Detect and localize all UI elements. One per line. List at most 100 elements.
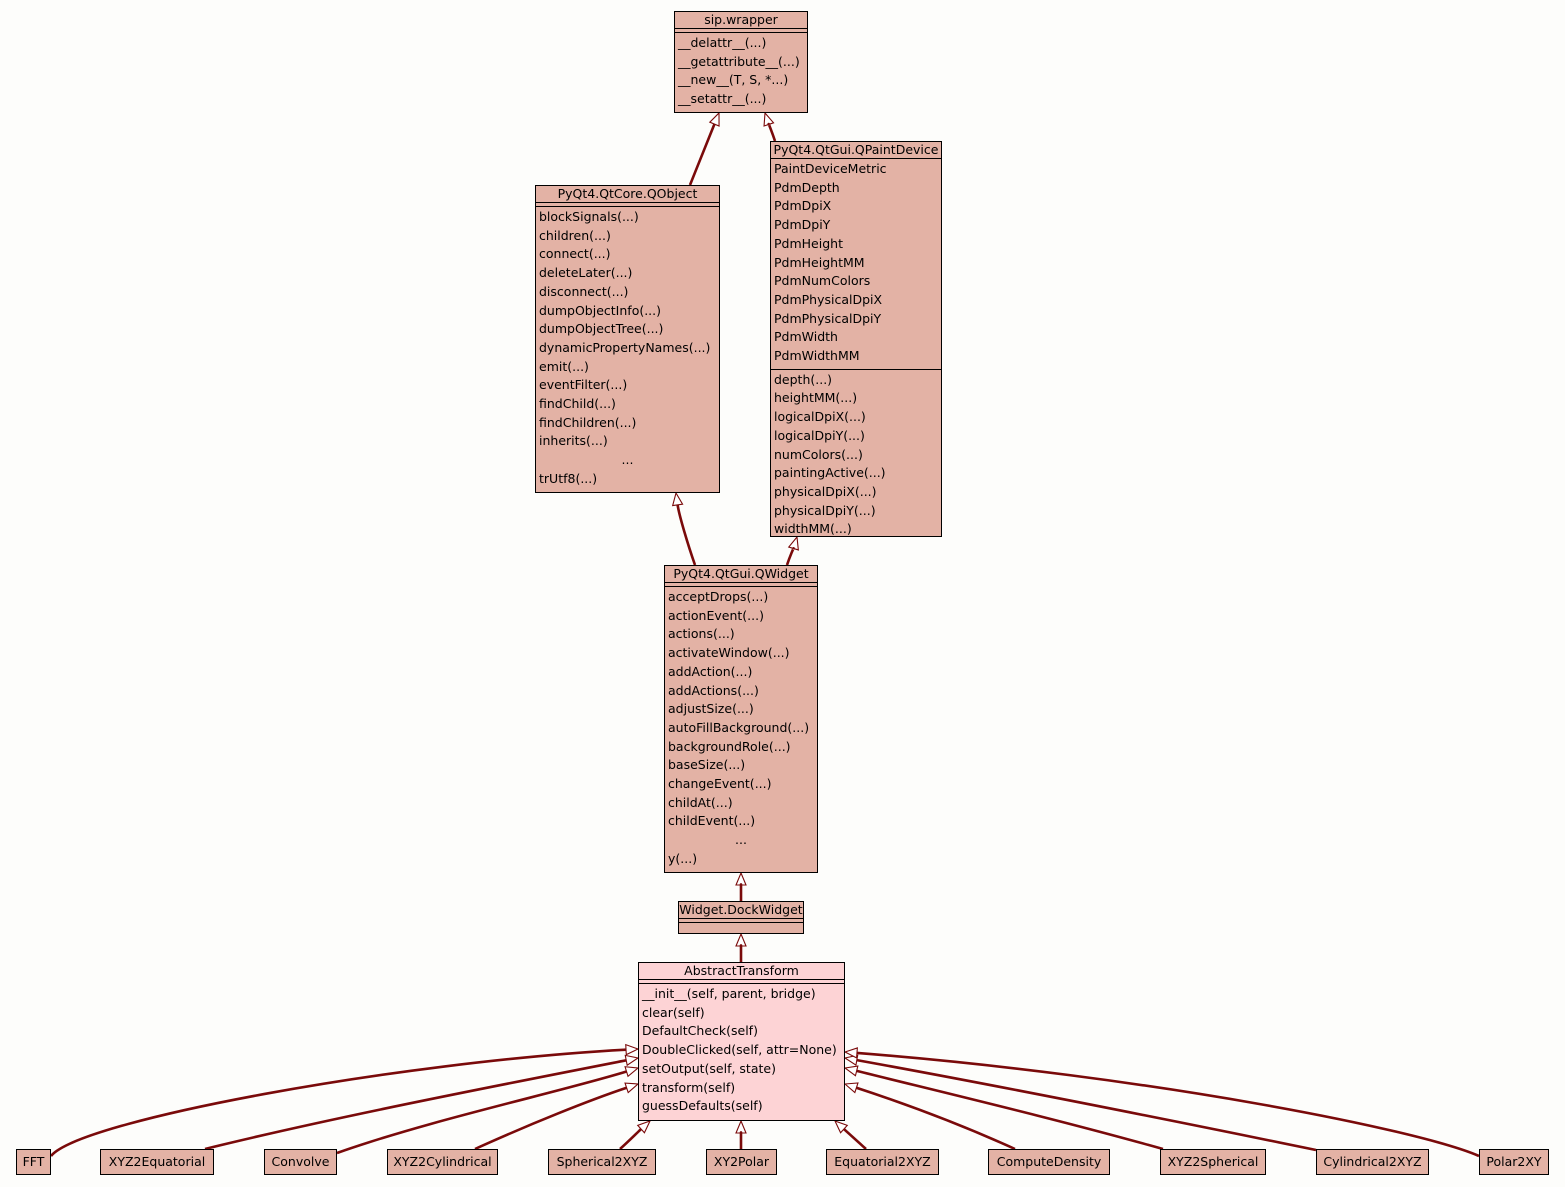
method-row: logicalDpiY(...) bbox=[774, 427, 865, 443]
subclass-xyz2cylindrical[interactable]: XYZ2Cylindrical bbox=[387, 1149, 498, 1175]
attribute-row: PdmWidthMM bbox=[774, 348, 860, 364]
method-list: depth(...) heightMM(...) logicalDpiX(...) l… bbox=[771, 370, 941, 540]
section-divider bbox=[771, 368, 941, 370]
method-row: emit(...) bbox=[539, 358, 589, 374]
method-row: activateWindow(...) bbox=[668, 645, 790, 661]
subclass-xyz2equatorial[interactable]: XYZ2Equatorial bbox=[100, 1149, 214, 1175]
edge-computedensity-to-abstracttransform bbox=[856, 1086, 1016, 1151]
method-row: physicalDpiY(...) bbox=[774, 502, 876, 518]
method-row: paintingActive(...) bbox=[774, 465, 886, 481]
subclass-convolve[interactable]: Convolve bbox=[264, 1149, 337, 1175]
method-row: ... bbox=[621, 452, 634, 468]
edge-fft-to-abstracttransform-arrowhead bbox=[625, 1043, 640, 1056]
method-row: blockSignals(...) bbox=[539, 209, 639, 224]
attribute-row: PdmHeight bbox=[774, 235, 843, 251]
method-row: __setattr__(...) bbox=[678, 91, 767, 107]
subclass-polar2xy[interactable]: Polar2XY bbox=[1479, 1149, 1549, 1175]
edge-xyz2spherical-to-abstracttransform-arrowhead bbox=[843, 1065, 859, 1077]
method-row: widthMM(...) bbox=[774, 521, 852, 537]
edge-qobject-to-sip-wrapper-arrowhead bbox=[708, 111, 720, 127]
edge-cylindrical2xyz-to-abstracttransform bbox=[856, 1058, 1317, 1152]
method-row: changeEvent(...) bbox=[668, 776, 772, 792]
method-row: depth(...) bbox=[774, 371, 833, 387]
method-row: dumpObjectInfo(...) bbox=[539, 302, 662, 318]
class-sip-wrapper[interactable]: sip.wrapper __delattr__(...)__getattribu… bbox=[674, 11, 808, 113]
edge-spherical2xyz-to-abstracttransform bbox=[619, 1128, 642, 1150]
attribute-row: PdmNumColors bbox=[774, 273, 871, 289]
class-abstracttransform[interactable]: AbstractTransform __init__(self, parent,… bbox=[638, 962, 845, 1121]
edge-xyz2cylindrical-to-abstracttransform bbox=[474, 1086, 628, 1151]
class-dockwidget[interactable]: Widget.DockWidget bbox=[678, 901, 804, 934]
method-row: baseSize(...) bbox=[668, 757, 746, 773]
attribute-row: PdmPhysicalDpiY bbox=[774, 310, 882, 326]
class-title: PyQt4.QtCore.QObject bbox=[536, 186, 719, 203]
method-row: clear(self) bbox=[642, 1004, 705, 1020]
method-list: __init__(self, parent, bridge) clear(self… bbox=[639, 984, 844, 1117]
method-row: __delattr__(...) bbox=[678, 35, 767, 50]
edge-xyz2equatorial-to-abstracttransform-arrowhead bbox=[624, 1054, 640, 1067]
class-qobject[interactable]: PyQt4.QtCore.QObject blockSignals(...) ch… bbox=[535, 185, 720, 493]
section-divider bbox=[675, 32, 807, 33]
subclass-spherical2xyz[interactable]: Spherical2XYZ bbox=[548, 1149, 656, 1175]
method-row: children(...) bbox=[539, 227, 611, 243]
method-row: addActions(...) bbox=[668, 682, 759, 698]
attribute-row: PdmHeightMM bbox=[774, 254, 865, 270]
edge-xyz2equatorial-to-abstracttransform bbox=[204, 1059, 627, 1151]
method-row: DoubleClicked(self, attr=None) bbox=[642, 1042, 837, 1058]
method-row: trUtf8(...) bbox=[539, 470, 598, 486]
edge-qwidget-to-qobject bbox=[676, 504, 697, 566]
method-row: adjustSize(...) bbox=[668, 701, 754, 717]
edge-qpaintdevice-to-sip-wrapper bbox=[767, 122, 777, 142]
method-row: connect(...) bbox=[539, 246, 611, 262]
section-divider bbox=[639, 983, 844, 984]
method-row: findChild(...) bbox=[539, 396, 616, 412]
method-row: dumpObjectTree(...) bbox=[539, 321, 664, 337]
method-row: ... bbox=[735, 832, 747, 848]
subclass-xy2polar[interactable]: XY2Polar bbox=[706, 1149, 777, 1175]
edge-equatorial2xyz-to-abstracttransform bbox=[843, 1128, 867, 1150]
attribute-row: PdmWidth bbox=[774, 329, 838, 345]
subclass-computedensity[interactable]: ComputeDensity bbox=[988, 1149, 1110, 1175]
method-row: deleteLater(...) bbox=[539, 265, 633, 281]
class-title: PyQt4.QtGui.QPaintDevice bbox=[771, 142, 941, 159]
method-row: heightMM(...) bbox=[774, 390, 858, 406]
class-title: AbstractTransform bbox=[639, 963, 844, 980]
method-list: blockSignals(...) children(...) connect(..… bbox=[536, 207, 719, 490]
attribute-row: PdmDpiX bbox=[774, 198, 832, 214]
method-row: logicalDpiX(...) bbox=[774, 409, 866, 425]
class-title: PyQt4.QtGui.QWidget bbox=[665, 566, 817, 583]
edge-qwidget-to-qpaintdevice bbox=[785, 547, 795, 566]
attribute-row: PaintDeviceMetric bbox=[774, 161, 887, 176]
attribute-row: PdmDepth bbox=[774, 179, 840, 195]
edge-xyz2cylindrical-to-abstracttransform-arrowhead bbox=[624, 1082, 640, 1094]
method-row: __init__(self, parent, bridge) bbox=[642, 986, 816, 1001]
method-row: __new__(T, S, *...) bbox=[678, 72, 789, 88]
edge-fft-to-abstracttransform bbox=[49, 1048, 627, 1157]
method-row: acceptDrops(...) bbox=[668, 589, 769, 604]
class-qpaintdevice[interactable]: PyQt4.QtGui.QPaintDevice PaintDeviceMetr… bbox=[770, 141, 942, 537]
method-row: physicalDpiX(...) bbox=[774, 483, 877, 499]
subclass-fft[interactable]: FFT bbox=[16, 1149, 51, 1175]
class-title: Widget.DockWidget bbox=[679, 902, 803, 919]
subclass-cylindrical2xyz[interactable]: Cylindrical2XYZ bbox=[1316, 1149, 1429, 1175]
section-divider bbox=[536, 206, 719, 207]
edge-convolve-to-abstracttransform bbox=[336, 1070, 627, 1155]
method-row: eventFilter(...) bbox=[539, 377, 628, 393]
edge-qobject-to-sip-wrapper bbox=[688, 123, 716, 186]
method-row: guessDefaults(self) bbox=[642, 1098, 763, 1114]
method-row: childEvent(...) bbox=[668, 813, 756, 829]
class-qwidget[interactable]: PyQt4.QtGui.QWidget acceptDrops(...) acti… bbox=[664, 565, 818, 873]
method-row: findChildren(...) bbox=[539, 414, 637, 430]
method-row: autoFillBackground(...) bbox=[668, 719, 810, 735]
attribute-row: PdmPhysicalDpiX bbox=[774, 291, 883, 307]
method-row: disconnect(...) bbox=[539, 283, 629, 299]
method-row: numColors(...) bbox=[774, 446, 863, 462]
method-row: dynamicPropertyNames(...) bbox=[539, 339, 711, 355]
subclass-xyz2spherical[interactable]: XYZ2Spherical bbox=[1160, 1149, 1266, 1175]
subclass-equatorial2xyz[interactable]: Equatorial2XYZ bbox=[826, 1149, 939, 1175]
method-row: backgroundRole(...) bbox=[668, 738, 791, 754]
attribute-row: PdmDpiY bbox=[774, 217, 831, 233]
